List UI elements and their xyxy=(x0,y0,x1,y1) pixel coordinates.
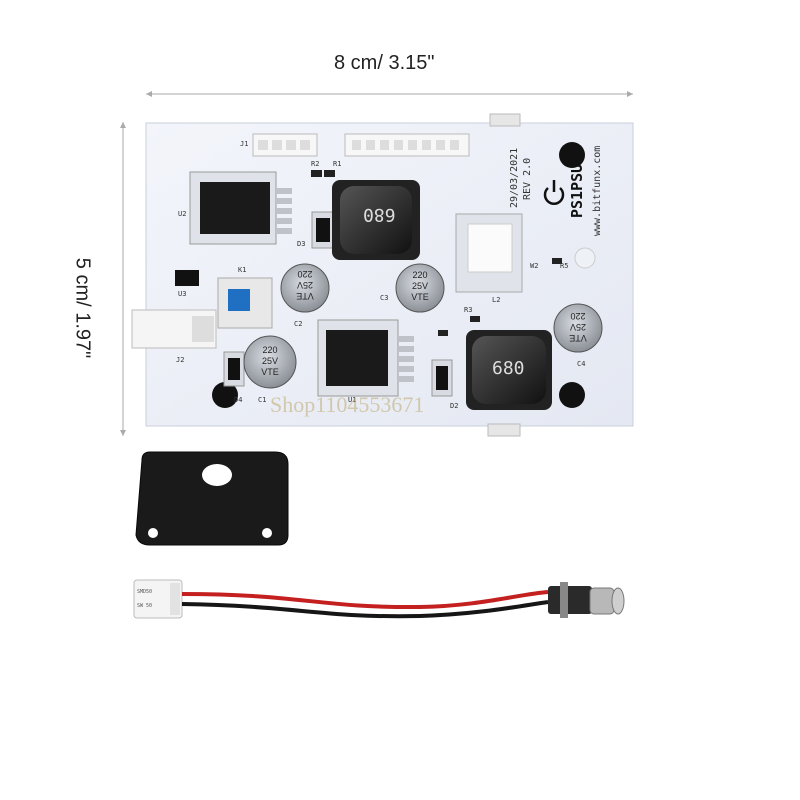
led-indicator xyxy=(574,247,596,269)
designator-d4: D4 xyxy=(234,396,243,404)
designator-u3: U3 xyxy=(178,290,187,298)
plug-text-1: SMD50 xyxy=(137,589,153,595)
mount-hole xyxy=(559,382,585,408)
capacitor-c3 xyxy=(395,263,445,313)
capacitor-c2 xyxy=(280,263,330,313)
mount-hole xyxy=(212,382,238,408)
watermark-text: Shop1104553671 xyxy=(270,392,425,417)
designator-k1: K1 xyxy=(238,266,247,274)
mount-hole xyxy=(559,142,585,168)
ic-u3 xyxy=(175,270,199,286)
connector-j1 xyxy=(252,133,318,157)
connector-j2 xyxy=(344,133,470,157)
designator-c2: C2 xyxy=(294,320,303,328)
capacitor-c3-label: 220 25V VTE xyxy=(405,270,435,303)
designator-r5: R5 xyxy=(560,262,569,270)
cap-text: 25V xyxy=(411,281,428,291)
designator-d3: D3 xyxy=(297,240,306,248)
designator-u2: U2 xyxy=(178,210,187,218)
designator-r3: R3 xyxy=(464,306,473,314)
bracket-hole xyxy=(262,528,272,538)
width-dimension-label: 8 cm/ 3.15" xyxy=(334,52,435,74)
designator-j2: J2 xyxy=(176,356,185,364)
wire-black xyxy=(181,600,549,619)
plug-text-2: SW 50 xyxy=(137,603,153,609)
inductor-l2-value: 680 xyxy=(492,358,525,379)
designator-r2: R2 xyxy=(311,160,320,168)
designator-u1: U1 xyxy=(348,396,357,404)
bracket-hole xyxy=(148,528,158,538)
power-logo xyxy=(543,180,565,205)
wire-red xyxy=(181,590,549,610)
designator-j1: J1 xyxy=(240,140,249,148)
designator-c1: C1 xyxy=(258,396,267,404)
bracket-hole xyxy=(202,464,232,486)
cap-text: VTE xyxy=(261,367,279,377)
cap-text: VTE xyxy=(411,292,429,302)
capacitor-c4 xyxy=(553,303,603,353)
capacitor-c1-label: 220 25V VTE xyxy=(255,345,285,378)
designator-c3: C3 xyxy=(380,294,389,302)
cap-text: 25V xyxy=(261,356,278,366)
designator-l2: L2 xyxy=(492,296,501,304)
capacitor-c1 xyxy=(243,335,297,389)
designator-d2: D2 xyxy=(450,402,459,410)
designator-w2: W2 xyxy=(530,262,539,270)
designator-r1: R1 xyxy=(333,160,342,168)
cap-text: 220 xyxy=(262,345,278,355)
dc-jack xyxy=(548,586,592,614)
cap-text: 220 xyxy=(412,270,428,280)
designator-c4: C4 xyxy=(577,360,586,368)
